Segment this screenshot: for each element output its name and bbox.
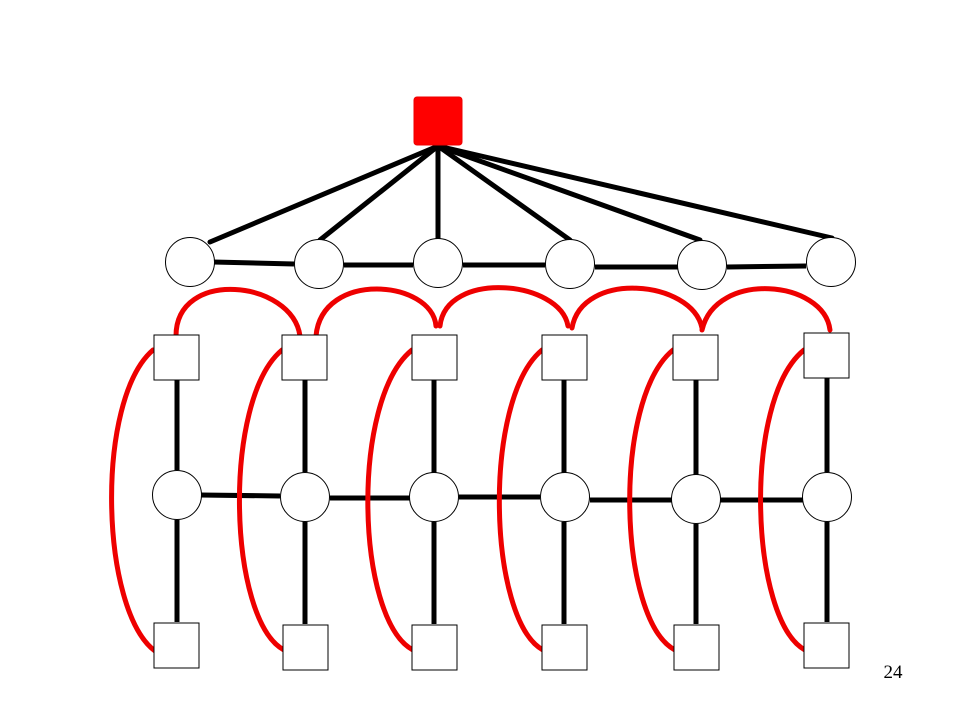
root-edge-4 (435, 143, 573, 243)
lower-square-nodes (153, 622, 850, 671)
lower-square-node-2 (282, 624, 329, 671)
red-arc-5-6 (699, 286, 833, 333)
upper-square-nodes (153, 332, 850, 381)
root-edge-6 (435, 143, 835, 241)
middle-circle-nodes (152, 470, 852, 524)
upper-square-node-3 (411, 334, 458, 381)
root-node (413, 96, 463, 146)
top-circle-node-6 (806, 237, 856, 287)
red-side-arc-2 (237, 347, 287, 653)
red-arc-3-4 (437, 285, 571, 329)
red-side-arc-5 (627, 347, 678, 653)
top-circle-node-5 (677, 240, 727, 290)
lower-square-node-6 (803, 622, 850, 669)
page-number: 24 (883, 662, 903, 683)
lower-square-node-1 (153, 622, 200, 669)
red-side-arc-4 (496, 347, 546, 653)
lower-square-node-3 (411, 624, 458, 671)
upper-square-node-6 (803, 332, 850, 379)
red-side-arc-3 (365, 347, 416, 653)
root-edge-1 (207, 143, 441, 245)
middle-circle-node-5 (671, 474, 721, 524)
red-side-arcs (109, 347, 808, 654)
top-chain-edge-1 (212, 259, 295, 267)
upper-square-node-1 (153, 334, 200, 381)
top-chain-edge-5 (726, 263, 807, 270)
red-side-arc-1 (109, 347, 158, 654)
lower-square-node-4 (541, 624, 588, 671)
upper-square-node-2 (281, 334, 328, 381)
middle-circle-node-1 (152, 470, 202, 520)
red-arc-4-5 (569, 285, 705, 331)
top-circle-node-2 (294, 239, 344, 289)
red-arc-1-2 (173, 287, 303, 339)
column-edges (174, 378, 830, 624)
root-edge-2 (317, 143, 441, 243)
root-edges (207, 143, 835, 245)
upper-square-node-4 (541, 334, 588, 381)
red-side-arc-6 (758, 347, 808, 653)
top-chain-edges (212, 259, 807, 270)
red-top-arcs (173, 285, 833, 339)
top-circle-node-1 (165, 237, 215, 287)
middle-circle-node-4 (540, 472, 590, 522)
red-arc-2-3 (313, 286, 439, 339)
middle-circle-node-2 (280, 472, 330, 522)
upper-square-node-5 (672, 334, 719, 381)
middle-circle-node-3 (409, 472, 459, 522)
top-circle-nodes (165, 237, 856, 290)
root-edge-5 (435, 143, 703, 243)
top-circle-node-4 (545, 239, 595, 289)
lower-square-node-5 (673, 624, 720, 671)
top-circle-node-3 (413, 238, 463, 288)
middle-circle-node-6 (802, 472, 852, 522)
